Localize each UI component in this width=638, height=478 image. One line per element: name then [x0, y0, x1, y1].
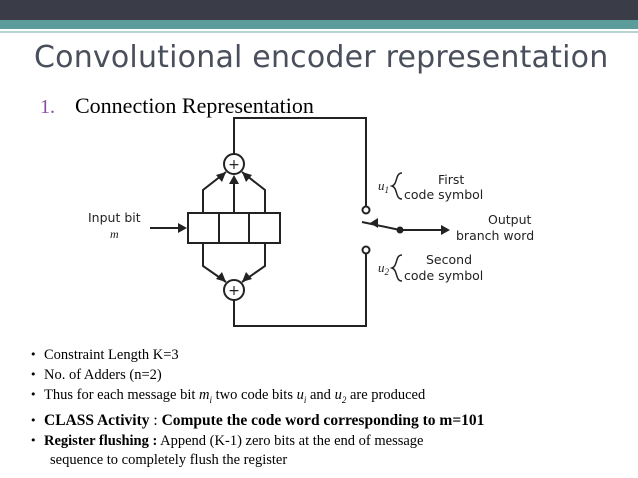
slide-title: Convolutional encoder representation — [34, 40, 609, 75]
bullet-constraint-length: •Constraint Length K=3 — [30, 347, 179, 363]
lower-tap-1-arrowhead — [216, 272, 226, 282]
upper-tap-1-arrowhead — [216, 172, 226, 182]
u2-brace — [389, 254, 403, 282]
lower-output-wire — [233, 254, 367, 327]
shift-register — [187, 212, 281, 244]
upper-output-wire — [233, 117, 367, 206]
output-label-line2: branch word — [456, 228, 534, 243]
second-code-symbol-line2: code symbol — [404, 268, 483, 283]
commutator-arrowhead — [370, 218, 378, 228]
u1-label: u1 — [378, 178, 389, 195]
switch-contact-lower — [361, 245, 371, 255]
output-arrowhead — [441, 225, 450, 235]
bullet-list: •Constraint Length K=3 •No. of Adders (n… — [30, 345, 484, 470]
output-label-line1: Output — [488, 212, 532, 227]
second-code-symbol-line1: Second — [426, 252, 472, 267]
section-heading-text: Connection Representation — [75, 93, 314, 118]
lower-adder-plus: + — [228, 283, 240, 299]
encoder-diagram: + + Input bit m u1 u2 First code symbol … — [88, 117, 534, 327]
u2-label: u2 — [378, 260, 390, 277]
first-code-symbol-line2: code symbol — [404, 187, 483, 202]
upper-tap-3 — [241, 171, 266, 213]
top-banner — [0, 0, 638, 20]
first-code-symbol-line1: First — [438, 172, 464, 187]
upper-tap-3-arrowhead — [242, 172, 252, 182]
upper-tap-2-arrowhead — [229, 175, 239, 184]
bullet-register-flushing: •Register flushing : Append (K-1) zero b… — [30, 432, 424, 449]
upper-tap-1 — [202, 171, 227, 213]
top-accent-band — [0, 20, 638, 29]
lower-tap-3-arrowhead — [242, 272, 252, 282]
section-heading: 1. Connection Representation — [40, 93, 314, 119]
upper-adder-plus: + — [228, 157, 240, 173]
top-accent-line — [0, 31, 638, 33]
bullet-register-flushing-continuation: sequence to completely flush the registe… — [50, 451, 288, 468]
commutator-arm — [361, 221, 401, 231]
switch-contact-upper — [361, 205, 371, 215]
bullet-adders: •No. of Adders (n=2) — [30, 367, 162, 383]
input-variable: m — [110, 227, 119, 241]
bullet-class-activity: •CLASS Activity : Compute the code word … — [30, 411, 485, 429]
section-number: 1. — [40, 96, 55, 118]
input-arrowhead — [178, 223, 187, 233]
bullet-code-bits: •Thus for each message bit mi two code b… — [30, 387, 426, 405]
u1-brace — [389, 172, 403, 200]
switch-pivot — [396, 226, 404, 234]
input-bit-label: Input bit — [88, 210, 141, 225]
